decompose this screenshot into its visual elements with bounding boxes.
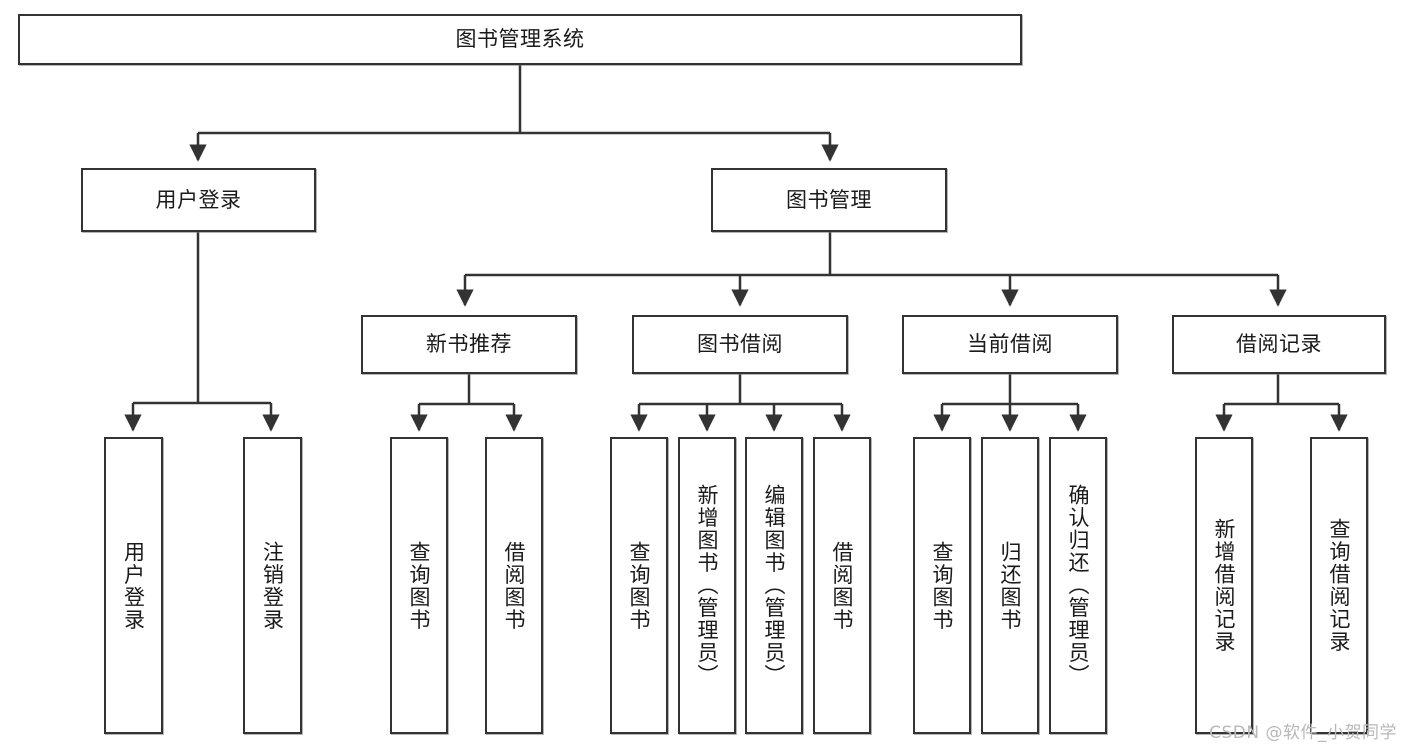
node-book-borrow[interactable]: 图书借阅 <box>632 315 848 374</box>
node-borrow-record[interactable]: 借阅记录 <box>1172 315 1386 374</box>
node-label: 图书管理 <box>786 187 872 212</box>
node-leaf-recommend-borrow-book[interactable]: 借阅图书 <box>485 437 543 734</box>
node-leaf-record-query[interactable]: 查询借阅记录 <box>1310 437 1368 734</box>
node-label: 编辑图书（管理员） <box>762 484 787 687</box>
node-label: 借阅图书 <box>502 540 527 631</box>
node-label: 图书借阅 <box>697 332 783 357</box>
node-label: 用户登录 <box>121 540 146 631</box>
node-label: 借阅图书 <box>830 540 855 631</box>
node-label: 当前借阅 <box>967 332 1053 357</box>
node-leaf-current-query-book[interactable]: 查询图书 <box>913 437 971 734</box>
node-new-book-recommend[interactable]: 新书推荐 <box>361 315 577 374</box>
node-root-system[interactable]: 图书管理系统 <box>18 14 1022 65</box>
node-leaf-recommend-query-book[interactable]: 查询图书 <box>390 437 448 734</box>
node-leaf-user-login[interactable]: 用户登录 <box>104 437 163 734</box>
node-label: 查询图书 <box>930 540 955 631</box>
node-label: 查询图书 <box>407 540 432 631</box>
node-label: 借阅记录 <box>1236 332 1322 357</box>
node-label: 注销登录 <box>260 540 285 631</box>
node-current-borrow[interactable]: 当前借阅 <box>902 315 1118 374</box>
node-label: 查询图书 <box>627 540 652 631</box>
node-leaf-borrow-query-book[interactable]: 查询图书 <box>610 437 668 734</box>
node-label: 确认归还（管理员） <box>1066 484 1091 687</box>
node-label: 归还图书 <box>998 540 1023 631</box>
node-leaf-borrow-edit-book[interactable]: 编辑图书（管理员） <box>745 437 803 734</box>
node-book-management[interactable]: 图书管理 <box>711 168 947 232</box>
node-label: 图书管理系统 <box>455 27 585 52</box>
node-user-login[interactable]: 用户登录 <box>81 168 316 232</box>
node-leaf-borrow-add-book[interactable]: 新增图书（管理员） <box>678 437 736 734</box>
node-label: 查询借阅记录 <box>1327 518 1352 653</box>
node-leaf-record-add[interactable]: 新增借阅记录 <box>1195 437 1253 734</box>
node-leaf-current-return-book[interactable]: 归还图书 <box>981 437 1039 734</box>
node-leaf-borrow-borrow-book[interactable]: 借阅图书 <box>813 437 871 734</box>
node-label: 新增借阅记录 <box>1212 518 1237 653</box>
node-leaf-user-logout[interactable]: 注销登录 <box>243 437 302 734</box>
node-leaf-current-confirm-return[interactable]: 确认归还（管理员） <box>1049 437 1107 734</box>
node-label: 用户登录 <box>155 187 242 212</box>
node-label: 新增图书（管理员） <box>695 484 720 687</box>
node-label: 新书推荐 <box>426 332 512 357</box>
